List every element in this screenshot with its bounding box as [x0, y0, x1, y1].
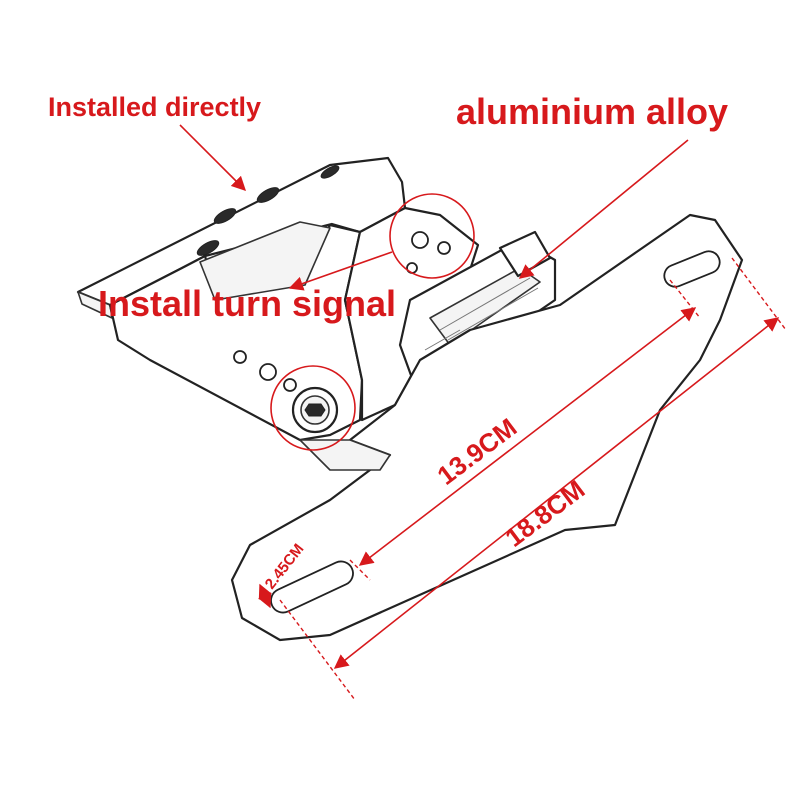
mount-hole [320, 165, 340, 179]
signal-hole [437, 241, 451, 255]
right-slot [663, 250, 721, 288]
arm-hole [233, 350, 247, 364]
dim-extension [731, 257, 787, 331]
arm-hole [259, 363, 277, 381]
bracket-drawing [76, 156, 744, 642]
mount-hole [213, 208, 237, 224]
signal-hole [411, 231, 429, 249]
label-install-turn-signal: Install turn signal [98, 283, 396, 324]
turn-signal-leader [288, 251, 393, 291]
turn-signal-marker [389, 193, 475, 279]
installed-directly-leader [179, 124, 247, 192]
mount-hole [256, 187, 280, 203]
mount-hole [196, 240, 220, 256]
dim-extension [669, 279, 701, 319]
pivot-bolt [291, 386, 339, 434]
dim-line-slot [258, 583, 272, 609]
aluminium-alloy-leader [518, 139, 689, 279]
label-aluminium-alloy: aluminium alloy [456, 91, 728, 132]
label-installed-directly: Installed directly [48, 92, 261, 122]
dim-line-outer [333, 317, 780, 669]
arm-hole [283, 378, 297, 392]
